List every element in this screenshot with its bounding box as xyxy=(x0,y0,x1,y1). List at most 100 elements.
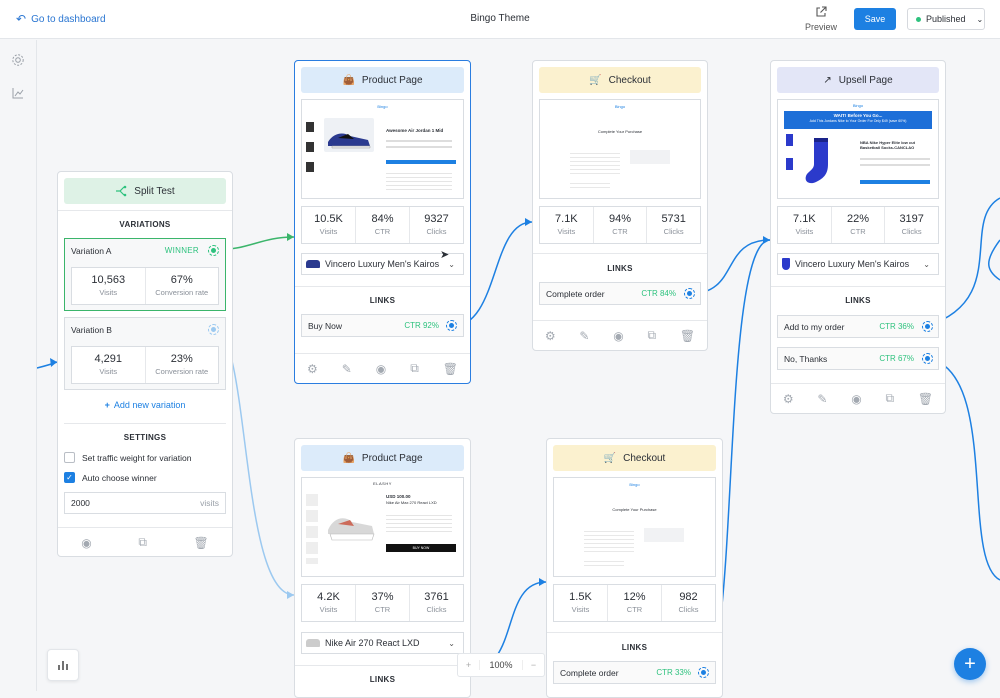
checkout-toolbar: ⚙ ✎ ◉ ⧉ 🗑 xyxy=(533,320,707,350)
edit-icon[interactable]: ✎ xyxy=(817,391,828,406)
product-select[interactable]: Nike Air 270 React LXD ⌄ xyxy=(301,632,464,654)
visits-value: 1.5K xyxy=(569,591,592,603)
product-page-header: 👜 Product Page xyxy=(301,445,464,471)
variation-a-visits: 10,563 xyxy=(91,274,126,286)
upsell-banner: WAIT! Before You Go... Add This Jordans … xyxy=(784,111,932,129)
left-sidebar xyxy=(0,40,37,691)
split-test-title: Split Test xyxy=(134,185,175,197)
copy-icon[interactable]: ⧉ xyxy=(138,535,147,549)
product-select[interactable]: Vincero Luxury Men's Kairos ⌄ xyxy=(301,253,464,275)
product-page-toolbar: ⚙ ✎ ◉ ⧉ 🗑 xyxy=(295,353,470,383)
split-test-card[interactable]: Split Test VARIATIONS Variation A WINNER… xyxy=(57,171,233,557)
eye-icon[interactable]: ◉ xyxy=(375,361,387,376)
arrow-up-right-icon: ↗ xyxy=(823,74,832,86)
link-complete-order[interactable]: Complete order CTR 33% xyxy=(553,661,716,684)
chevron-down-icon: ⌄ xyxy=(976,14,984,24)
visits-label: Visits xyxy=(99,288,118,297)
thumb-brand: Bingo xyxy=(614,104,626,109)
add-step-button[interactable]: + xyxy=(954,648,986,680)
copy-icon[interactable]: ⧉ xyxy=(885,391,895,405)
product-page-thumbnail: Bingo Awesome Air Jordan 1 Mid xyxy=(301,99,464,199)
links-heading: LINKS xyxy=(369,675,396,684)
thumb-buy-bar xyxy=(386,160,456,164)
checkout-card-2[interactable]: 🛒 Checkout Bingo Complete Your Purchase … xyxy=(546,438,723,698)
clicks-label: Clicks xyxy=(426,605,447,614)
add-new-variation-button[interactable]: + Add new variation xyxy=(58,400,232,410)
plus-icon: + xyxy=(104,400,110,410)
trash-icon[interactable]: 🗑 xyxy=(442,361,458,376)
link-buy-now[interactable]: Buy Now CTR 92% xyxy=(301,314,464,337)
visits-input[interactable]: 2000 visits xyxy=(64,492,226,514)
auto-choose-checkbox[interactable]: ✓ xyxy=(64,472,75,483)
clicks-label: Clicks xyxy=(678,605,699,614)
thumb-price: USD 100.00 xyxy=(386,494,411,499)
shopping-bag-icon: 👜 xyxy=(342,452,355,464)
analytics-icon[interactable] xyxy=(11,86,25,105)
analytics-button[interactable] xyxy=(47,649,79,681)
ctr-value: 94% xyxy=(608,213,632,225)
link-add-to-order[interactable]: Add to my order CTR 36% xyxy=(777,315,939,338)
complete-order-port[interactable] xyxy=(684,288,695,299)
traffic-weight-label: Set traffic weight for variation xyxy=(82,453,192,463)
upsell-page-card[interactable]: ↗ Upsell Page Bingo WAIT! Before You Go.… xyxy=(770,60,946,414)
gear-icon[interactable]: ⚙ xyxy=(306,361,318,376)
visits-value: 4.2K xyxy=(317,591,340,603)
winner-badge: WINNER xyxy=(164,246,199,255)
trash-icon[interactable]: 🗑 xyxy=(679,328,696,343)
product-page-card-2[interactable]: 👜 Product Page ELASHY USD 100.00 Nike Ai… xyxy=(294,438,471,698)
visits-unit: visits xyxy=(200,498,219,508)
product-page-card-1[interactable]: 👜 Product Page Bingo Awesome Air Jordan … xyxy=(294,60,471,384)
eye-icon[interactable]: ◉ xyxy=(851,391,862,406)
trash-icon[interactable]: 🗑 xyxy=(193,535,209,550)
edit-icon[interactable]: ✎ xyxy=(579,328,590,343)
traffic-weight-checkbox[interactable] xyxy=(64,452,75,463)
trash-icon[interactable]: 🗑 xyxy=(917,391,934,406)
edit-icon[interactable]: ✎ xyxy=(341,361,352,376)
checkout-card-1[interactable]: 🛒 Checkout Bingo Complete Your Purchase … xyxy=(532,60,708,351)
top-bar xyxy=(0,0,1000,39)
ctr-label: CTR xyxy=(374,227,391,236)
ctr-label: CTR xyxy=(374,605,391,614)
links-heading: LINKS xyxy=(369,296,396,305)
connector-right-edge xyxy=(988,239,1000,281)
visits-value: 7.1K xyxy=(793,213,816,225)
copy-icon[interactable]: ⧉ xyxy=(647,328,657,342)
save-button[interactable]: Save xyxy=(854,8,896,30)
add-to-order-port[interactable] xyxy=(922,321,933,332)
variation-b-port[interactable] xyxy=(208,324,219,335)
settings-gear-icon[interactable] xyxy=(11,53,25,72)
external-link-icon xyxy=(816,6,827,17)
clicks-value: 3197 xyxy=(899,213,924,225)
split-icon xyxy=(116,185,127,197)
link-ctr: CTR 33% xyxy=(656,668,691,677)
eye-icon[interactable]: ◉ xyxy=(81,535,92,550)
complete-order-port[interactable] xyxy=(698,667,709,678)
link-no-thanks[interactable]: No, Thanks CTR 67% xyxy=(777,347,939,370)
variations-heading: VARIATIONS xyxy=(119,220,171,229)
gear-icon[interactable]: ⚙ xyxy=(544,328,556,343)
buy-now-port[interactable] xyxy=(446,320,457,331)
visits-value: 7.1K xyxy=(555,213,578,225)
no-thanks-port[interactable] xyxy=(922,353,933,364)
preview-button[interactable]: Preview xyxy=(803,6,839,32)
checkout-title: Checkout xyxy=(608,74,651,86)
product-select[interactable]: Vincero Luxury Men's Kairos ⌄ xyxy=(777,253,939,275)
variation-a-port[interactable] xyxy=(208,245,219,256)
link-complete-order[interactable]: Complete order CTR 84% xyxy=(539,282,701,305)
links-heading: LINKS xyxy=(845,296,871,305)
copy-icon[interactable]: ⧉ xyxy=(410,361,419,375)
go-to-dashboard-link[interactable]: ↶ Go to dashboard xyxy=(16,12,106,26)
links-heading: LINKS xyxy=(621,643,648,652)
zoom-in-button[interactable]: + xyxy=(458,660,480,670)
link-ctr: CTR 36% xyxy=(879,322,914,331)
status-dropdown[interactable]: Published ⌄ xyxy=(907,8,985,30)
mouse-cursor-icon: ➤ xyxy=(440,249,450,261)
product-select-value: Vincero Luxury Men's Kairos xyxy=(795,259,910,269)
gear-icon[interactable]: ⚙ xyxy=(782,391,794,406)
product-select-value: Nike Air 270 React LXD xyxy=(325,638,420,648)
eye-icon[interactable]: ◉ xyxy=(613,328,624,343)
zoom-out-button[interactable]: − xyxy=(522,660,544,670)
